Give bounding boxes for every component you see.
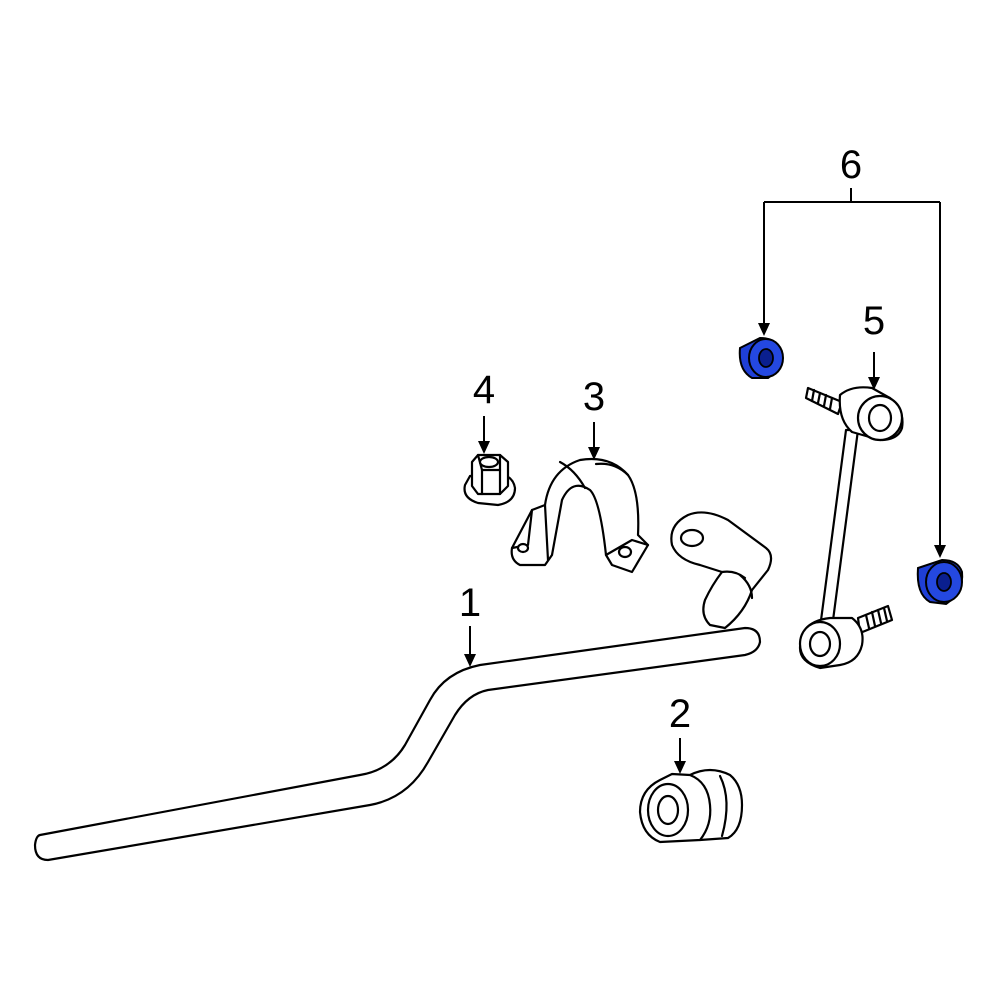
callout-4: 4 (473, 368, 495, 412)
callout-1: 1 (459, 581, 481, 625)
leader-1 (464, 626, 476, 667)
leader-3 (588, 422, 600, 460)
leader-5 (868, 352, 880, 390)
callout-6: 6 (840, 143, 862, 187)
callout-3: 3 (583, 375, 605, 419)
stabilizer-bar[interactable] (33, 511, 773, 862)
bushing-bracket[interactable] (510, 457, 650, 574)
link-nut-lower[interactable] (916, 558, 964, 606)
flange-nut[interactable] (463, 453, 517, 507)
leader-4 (478, 416, 490, 454)
stabilizer-link[interactable] (798, 386, 904, 670)
callout-5: 5 (863, 299, 885, 343)
bushing[interactable] (638, 768, 744, 844)
link-nut-upper[interactable] (738, 336, 784, 379)
leader-6 (758, 188, 946, 558)
callout-2: 2 (669, 692, 691, 736)
leader-2 (674, 738, 686, 774)
